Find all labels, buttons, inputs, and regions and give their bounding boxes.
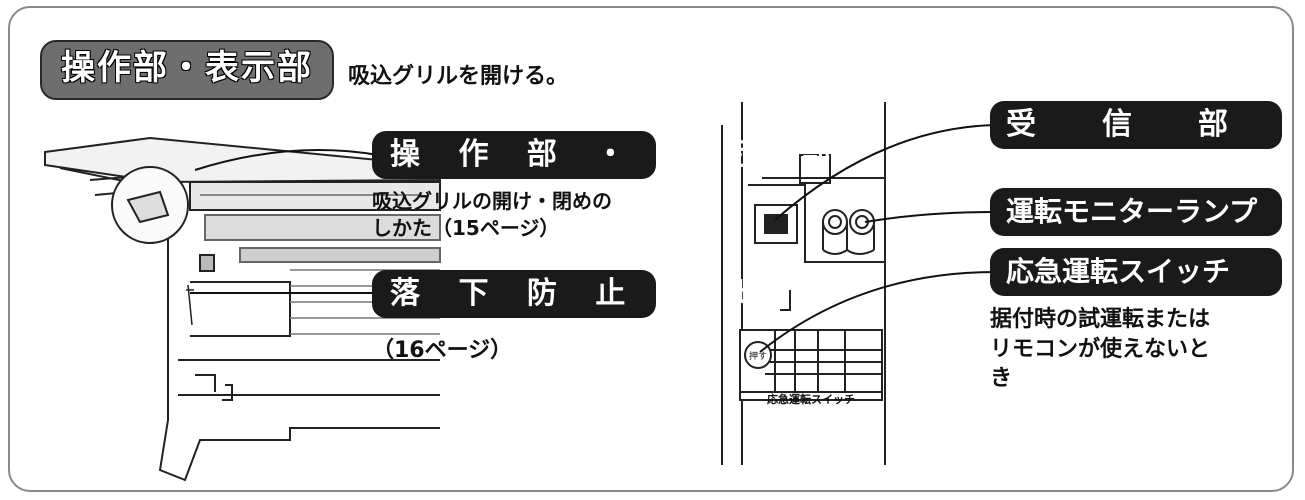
label-plate-caption: 応急運転スイッチ <box>767 392 855 406</box>
push-button-label: 押す <box>749 350 767 362</box>
operation-note-line1: 吸込グリルの開け・閉めの <box>372 189 612 213</box>
indoor-unit-drawing <box>44 136 441 482</box>
strap-note: （16ページ） <box>372 338 513 363</box>
right-leader-lines <box>759 124 996 353</box>
callout-emergency-switch: 応急運転スイッチ <box>990 248 1282 296</box>
callout-monitor-lamp: 運転モニターランプ <box>990 188 1282 236</box>
emergency-note-line1: 据付時の試運転または <box>990 307 1211 332</box>
emergency-note-line3: き <box>990 366 1013 392</box>
control-panel-drawing <box>721 102 886 465</box>
callout-operation-display: 操 作 部 ・ 表 示 部 <box>372 131 831 179</box>
left-leader-lines <box>190 149 379 294</box>
callout-receiver: 受 信 部 <box>990 101 1282 149</box>
callout-fall-prevention-strap: 落 下 防 止 用 ヒ モ <box>372 270 831 318</box>
section-tag: 操作部・表示部 <box>40 40 334 100</box>
emergency-note: 据付時の試運転または リモコンが使えないと き <box>990 305 1210 394</box>
operation-note-line2: しかた（15ページ） <box>372 216 560 240</box>
panel-frame <box>8 6 1294 492</box>
emergency-note-line2: リモコンが使えないと <box>990 336 1211 362</box>
operation-note: 吸込グリルの開け・閉めの しかた（15ページ） <box>372 188 612 242</box>
instruction-text: 吸込グリルを開ける。 <box>348 64 569 89</box>
